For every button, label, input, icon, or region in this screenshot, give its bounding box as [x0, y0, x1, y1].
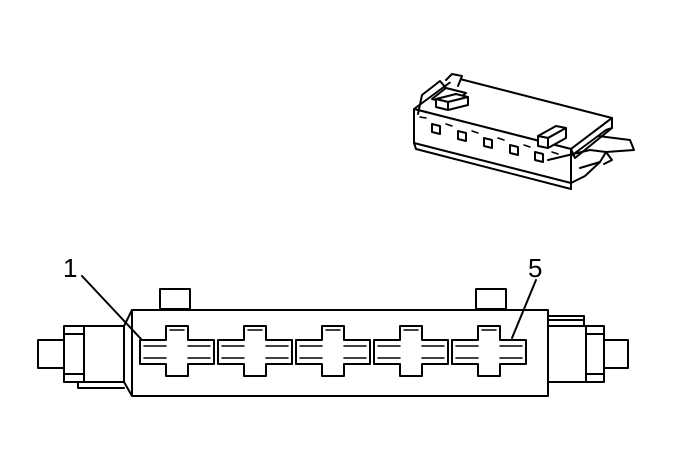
left-latch-tip [37, 339, 65, 369]
callout-1-label: 1 [63, 253, 77, 283]
callout-1-leader [81, 275, 143, 341]
front-face-ribs [419, 116, 559, 155]
top-tab-right [475, 288, 507, 310]
terminal-cavity-inner-4 [377, 329, 445, 359]
front-cavity-holes [431, 123, 544, 163]
right-clip-hook [547, 149, 613, 165]
cavity-hole [534, 151, 544, 163]
callout-5-label: 5 [528, 253, 542, 283]
right-latch-end [547, 325, 629, 383]
callout-5-leader [511, 279, 537, 339]
terminal-cavity-2 [217, 325, 293, 377]
terminal-cavities [139, 325, 527, 377]
right-raised-block-side [547, 127, 567, 149]
connector-isometric-view [413, 73, 635, 190]
right-latch-tip [603, 339, 629, 369]
left-latch-end [37, 325, 125, 383]
left-raised-block-front [435, 98, 449, 111]
terminal-cavity-inner-5 [455, 329, 523, 359]
terminal-cavity-1 [139, 325, 215, 377]
connector-face-view: 1 5 [37, 253, 629, 397]
cavity-hole [457, 130, 467, 142]
cavity-hole [431, 123, 441, 135]
terminal-cavity-inner-3 [299, 329, 367, 359]
terminal-cavity-inner-2 [221, 329, 289, 359]
left-latch-mid [63, 333, 85, 375]
right-raised-block-front [537, 135, 549, 149]
cavity-hole [509, 144, 519, 156]
terminal-cavity-3 [295, 325, 371, 377]
right-clip-lower [570, 161, 601, 184]
left-raised-block-side [447, 96, 469, 111]
top-right-rail [547, 315, 585, 327]
left-latch-rib [417, 80, 447, 115]
terminal-cavity-inner-1 [143, 329, 211, 359]
top-tab-left [159, 288, 191, 310]
right-latch-mid [585, 333, 605, 375]
terminal-cavity-4 [373, 325, 449, 377]
connector-bottom-edge [413, 142, 572, 190]
terminal-cavity-5 [451, 325, 527, 377]
cavity-hole [483, 137, 493, 149]
